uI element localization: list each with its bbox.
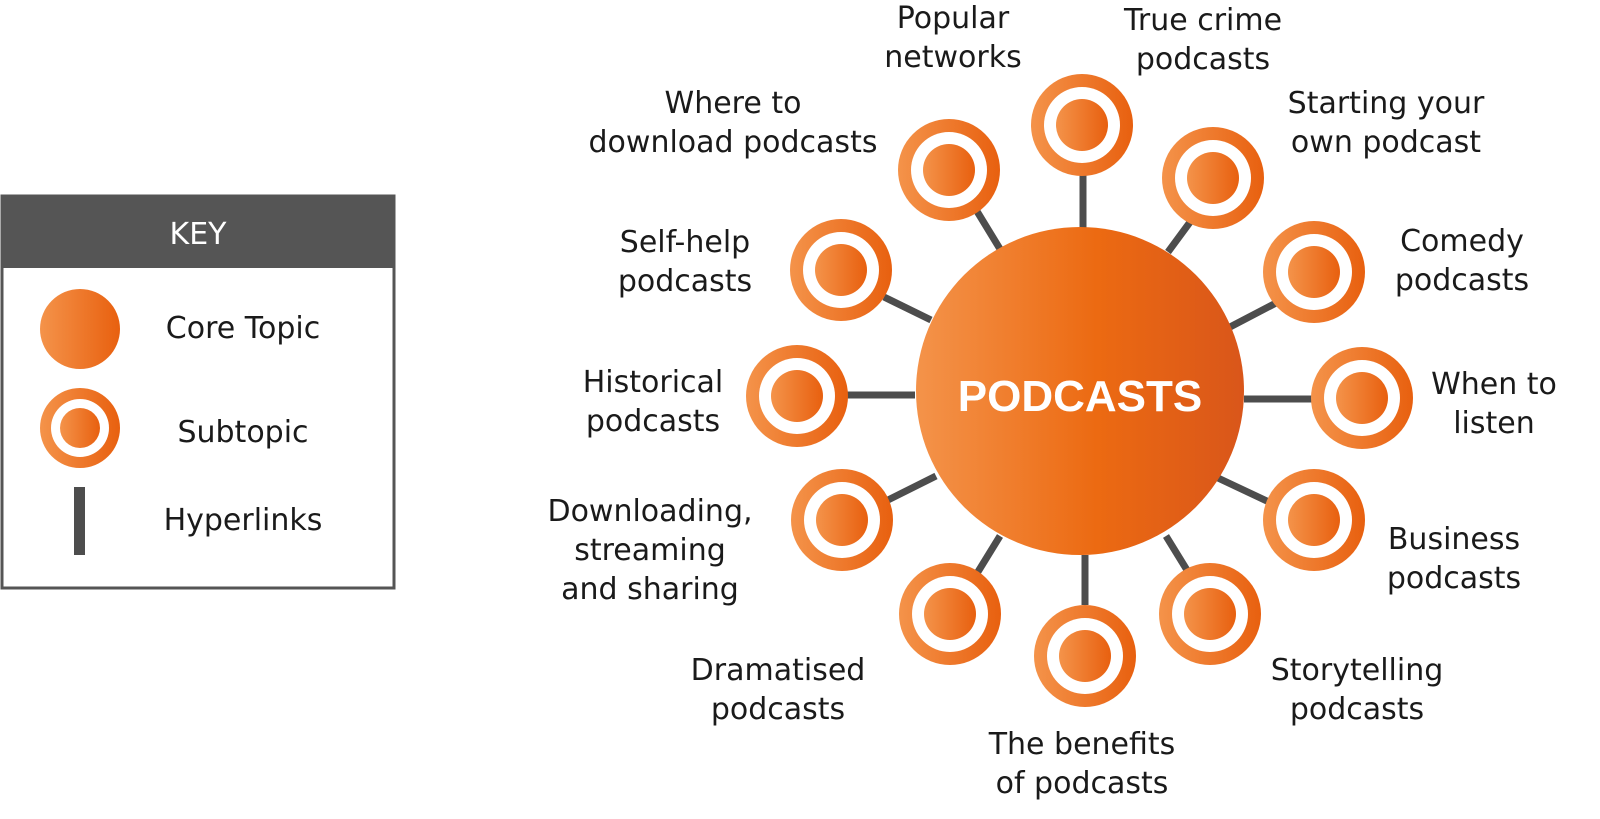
subtopic-label-line: networks [884, 40, 1021, 75]
subtopic-label-line: Self-help [620, 225, 750, 260]
hyperlink [1216, 474, 1273, 507]
subtopic-label-line: Starting your [1288, 86, 1485, 121]
subtopic-label-downloading-streaming[interactable]: Downloading, streaming and sharing [547, 494, 752, 607]
subtopic-inner-dot [1187, 152, 1239, 204]
hyperlink [1163, 534, 1193, 577]
hyperlink-icon [74, 487, 85, 555]
subtopic-label-line: Comedy [1400, 224, 1524, 259]
subtopic-inner-dot [1288, 246, 1340, 298]
subtopic-label-line: podcasts [1395, 263, 1529, 298]
subtopic-label-where-to-download[interactable]: Where to download podcasts [589, 86, 878, 160]
core-topic-circle [916, 227, 1244, 555]
subtopic-inner-dot [1288, 494, 1340, 546]
subtopic-node-self-help[interactable] [790, 219, 892, 321]
hyperlink [973, 534, 1003, 577]
subtopic-inner-dot [1336, 372, 1388, 424]
subtopic-label-self-help[interactable]: Self-help podcasts [618, 225, 752, 299]
subtopic-inner-dot [1056, 99, 1108, 151]
subtopic-label-line: podcasts [1387, 561, 1521, 596]
subtopic-label-line: of podcasts [996, 766, 1169, 801]
subtopic-node-where-to-download[interactable] [898, 119, 1000, 221]
subtopic-node-downloading-streaming[interactable] [791, 469, 893, 571]
subtopic-inner-dot [1184, 588, 1236, 640]
subtopic-label-when-to-listen[interactable]: When to listen [1431, 367, 1557, 441]
subtopic-inner-dot [924, 588, 976, 640]
hyperlink [972, 206, 1003, 251]
subtopic-node-comedy[interactable] [1263, 221, 1365, 323]
subtopic-label-line: and sharing [561, 572, 739, 607]
hyperlink [884, 472, 938, 505]
key-header [2, 196, 394, 268]
subtopic-node-benefits[interactable] [1034, 605, 1136, 707]
subtopic-label-line: podcasts [1136, 42, 1270, 77]
subtopic-node-true-crime[interactable] [1031, 74, 1133, 176]
subtopic-label-line: Popular [897, 1, 1010, 36]
core-topic-label: PODCASTS [958, 372, 1202, 421]
subtopic-label-line: Storytelling [1271, 653, 1444, 688]
subtopic-inner-dot [815, 244, 867, 296]
subtopic-label-line: podcasts [711, 692, 845, 727]
subtopic-inner-dot [816, 494, 868, 546]
subtopic-label-line: Downloading, [547, 494, 752, 529]
subtopic-label-line: podcasts [586, 404, 720, 439]
subtopic-label-dramatised[interactable]: Dramatised podcasts [691, 653, 866, 727]
subtopic-label-line: own podcast [1291, 125, 1481, 160]
core-topic: PODCASTS [916, 227, 1244, 555]
key-label-subtopic: Subtopic [177, 415, 308, 450]
subtopic-label-line: download podcasts [589, 125, 878, 160]
subtopic-nodes [746, 74, 1413, 707]
subtopic-label-comedy[interactable]: Comedy podcasts [1395, 224, 1529, 298]
subtopic-label-line: Historical [583, 365, 724, 400]
key-title: KEY [170, 217, 228, 252]
subtopic-label-starting-own[interactable]: Starting your own podcast [1288, 86, 1485, 160]
subtopic-label-line: streaming [574, 533, 726, 568]
subtopic-label-popular-networks[interactable]: Popular networks [884, 1, 1021, 75]
subtopic-label-line: When to [1431, 367, 1557, 402]
subtopic-label-line: Dramatised [691, 653, 866, 688]
subtopic-label-line: podcasts [618, 264, 752, 299]
subtopic-label-line: True crime [1123, 3, 1282, 38]
subtopic-label-line: The benefits [988, 727, 1176, 762]
subtopic-inner-dot [771, 370, 823, 422]
subtopic-node-business[interactable] [1263, 469, 1365, 571]
subtopic-label-line: podcasts [1290, 692, 1424, 727]
subtopic-node-storytelling[interactable] [1159, 563, 1261, 665]
subtopic-label-historical[interactable]: Historical podcasts [583, 365, 724, 439]
subtopic-label-true-crime[interactable]: True crime podcasts [1123, 3, 1282, 77]
subtopic-label-line: listen [1453, 406, 1535, 441]
subtopic-label-line: Business [1388, 522, 1520, 557]
key-label-core-topic: Core Topic [166, 311, 320, 346]
subtopic-node-starting-own[interactable] [1162, 127, 1264, 229]
subtopic-label-line: Where to [665, 86, 802, 121]
subtopic-inner-dot [923, 144, 975, 196]
key-label-hyperlinks: Hyperlinks [164, 503, 323, 538]
subtopic-node-historical[interactable] [746, 345, 848, 447]
subtopic-inner-dot [1059, 630, 1111, 682]
subtopic-node-when-to-listen[interactable] [1311, 347, 1413, 449]
hyperlink [1228, 299, 1278, 331]
key-legend: KEY Core Topic Subtopic Hyperlinks [0, 194, 396, 590]
hyperlink [882, 293, 933, 324]
core-topic-icon [40, 289, 120, 369]
subtopic-icon [40, 388, 120, 468]
subtopic-label-storytelling[interactable]: Storytelling podcasts [1271, 653, 1444, 727]
subtopic-label-business[interactable]: Business podcasts [1387, 522, 1521, 596]
subtopic-label-benefits[interactable]: The benefits of podcasts [988, 727, 1176, 801]
subtopic-node-dramatised[interactable] [899, 563, 1001, 665]
